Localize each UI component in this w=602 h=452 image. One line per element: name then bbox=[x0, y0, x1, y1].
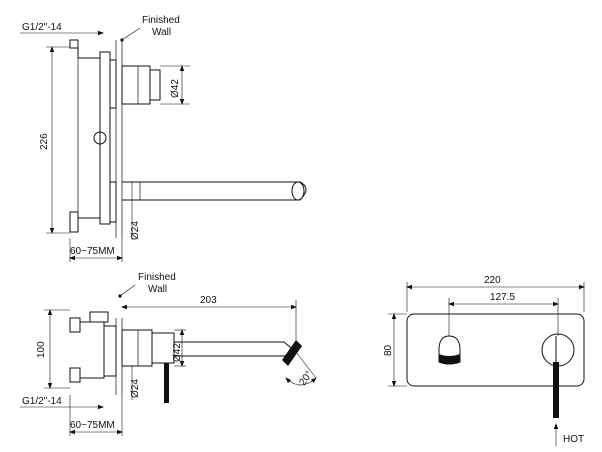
plan-spout-dia: Ø24 bbox=[130, 379, 141, 398]
top-spout-dia: Ø24 bbox=[130, 221, 141, 240]
handle-cap bbox=[149, 69, 161, 101]
plan-plate bbox=[103, 325, 117, 377]
handle-base bbox=[109, 59, 117, 109]
plan-wall-label: Wall bbox=[148, 284, 167, 295]
wall-plate bbox=[406, 313, 585, 387]
hot-label: HOT bbox=[563, 434, 584, 445]
spout-base bbox=[109, 181, 117, 223]
front-view: 220 127.5 80 HOT bbox=[383, 275, 585, 446]
plan-view: Finished Wall 203 100 Ø42 bbox=[20, 272, 317, 436]
plan-handle-dia: Ø42 bbox=[172, 343, 183, 362]
valve-plate bbox=[99, 51, 111, 225]
valve-port bbox=[93, 131, 107, 145]
plan-spout-tip bbox=[282, 340, 302, 366]
plan-depth-range: 60~75MM bbox=[70, 420, 115, 431]
plan-handle-base bbox=[121, 329, 153, 367]
plan-spout bbox=[174, 341, 298, 357]
lever-front[interactable] bbox=[553, 362, 559, 418]
top-depth-range: 60~75MM bbox=[70, 246, 115, 257]
spout-outlet-shade bbox=[439, 354, 460, 365]
top-wall-label: Wall bbox=[152, 27, 171, 38]
handle-front[interactable] bbox=[541, 333, 575, 367]
wall-leader bbox=[121, 27, 141, 41]
dim-203-text: 203 bbox=[200, 295, 217, 306]
spout-outline bbox=[122, 181, 307, 201]
plan-body bbox=[80, 321, 105, 379]
top-handle-dia: Ø42 bbox=[170, 79, 181, 98]
dim-100-text: 100 bbox=[36, 341, 47, 358]
dim-220-text: 220 bbox=[484, 275, 501, 286]
plan-lever bbox=[164, 363, 169, 403]
plan-thread-label: G1/2"-14 bbox=[22, 396, 62, 407]
plan-wall-leader-dot bbox=[118, 294, 122, 298]
valve-body-outline bbox=[70, 47, 101, 233]
dim-226-text: 226 bbox=[39, 133, 50, 150]
plan-finished-label: Finished bbox=[138, 272, 176, 283]
valve-bottom-nut bbox=[69, 211, 79, 233]
valve-top-nut bbox=[69, 39, 79, 49]
angle-ref bbox=[295, 351, 317, 379]
plan-top-cap bbox=[89, 311, 109, 323]
top-side-view: G1/2"-14 Finished Wall 226 Ø42 bbox=[20, 15, 307, 262]
plan-wall-leader bbox=[119, 284, 136, 297]
handle-body bbox=[121, 65, 151, 105]
plan-nut-bottom bbox=[69, 367, 81, 383]
spout-outlet bbox=[291, 181, 305, 201]
angle-arc bbox=[285, 377, 317, 386]
plan-handle bbox=[151, 332, 175, 364]
dim-127-text: 127.5 bbox=[490, 292, 515, 303]
dim-80-text: 80 bbox=[383, 344, 394, 356]
top-finished-label: Finished bbox=[142, 15, 180, 26]
plan-nut-top bbox=[69, 317, 81, 333]
top-thread-label: G1/2"-14 bbox=[22, 22, 62, 33]
